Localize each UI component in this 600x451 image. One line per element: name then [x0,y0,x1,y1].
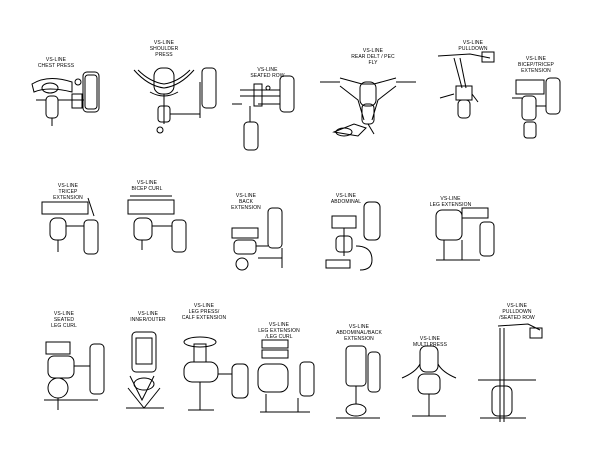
machine-bicep-tricep-drawing [510,76,570,142]
label-leg-extension-curl: VS-LINE LEG EXTENSION /LEG CURL [258,322,300,340]
machine-back-extension-drawing [222,206,292,276]
label-shoulder-press: VS-LINE SHOULDER PRESS [149,40,179,58]
label-pulldown: VS-LINE PULLDOWN [458,40,488,52]
machine-leg-extension-curl-drawing [254,338,320,418]
machine-seated-leg-curl-drawing [38,336,108,414]
machine-rear-delt-drawing [318,70,418,142]
label-rear-delt: VS-LINE REAR DELT / PEC FLY [351,48,395,66]
machine-tricep-extension-drawing [38,196,104,260]
machine-inner-outer-drawing [124,328,172,414]
label-chest-press: VS-LINE CHEST PRESS [37,57,75,69]
label-abdominal-back: VS-LINE ABDOMINAL/BACK EXTENSION [336,324,382,342]
machine-bicep-curl-drawing [124,192,190,256]
label-leg-extension: VS-LINE LEG EXTENSION [429,196,472,208]
machine-seated-row-drawing [228,74,300,154]
label-bicep-tricep: VS-LINE BICEP/TRICEP EXTENSION [518,56,554,74]
machine-pulldown-row-drawing [476,322,546,426]
label-back-extension: VS-LINE BACK EXTENSION [231,193,261,211]
label-leg-press-calf: VS-LINE LEG PRESS/ CALF EXTENSION [181,303,227,321]
machine-shoulder-press-drawing [130,62,220,142]
label-pulldown-row: VS-LINE PULLDOWN /SEATED ROW [499,303,535,321]
label-multi-press: VS-LINE MULTI PRESS [412,336,448,348]
machine-abdominal-back-drawing [332,344,388,422]
label-abdominal: VS-LINE ABDOMINAL [330,193,362,205]
label-tricep-extension: VS-LINE TRICEP EXTENSION [53,183,83,201]
label-inner-outer: VS-LINE INNER/OUTER [130,311,166,323]
machine-pulldown-drawing [434,48,498,124]
machine-chest-press-drawing [28,70,108,130]
machine-multi-press-drawing [398,344,464,420]
machine-leg-extension-drawing [430,202,500,266]
label-bicep-curl: VS-LINE BICEP CURL [131,180,163,192]
machine-abdominal-drawing [322,200,384,276]
label-seated-row: VS-LINE SEATED ROW [250,67,285,79]
label-seated-leg-curl: VS-LINE SEATED LEG CURL [51,311,77,329]
machine-leg-press-calf-drawing [178,330,258,414]
